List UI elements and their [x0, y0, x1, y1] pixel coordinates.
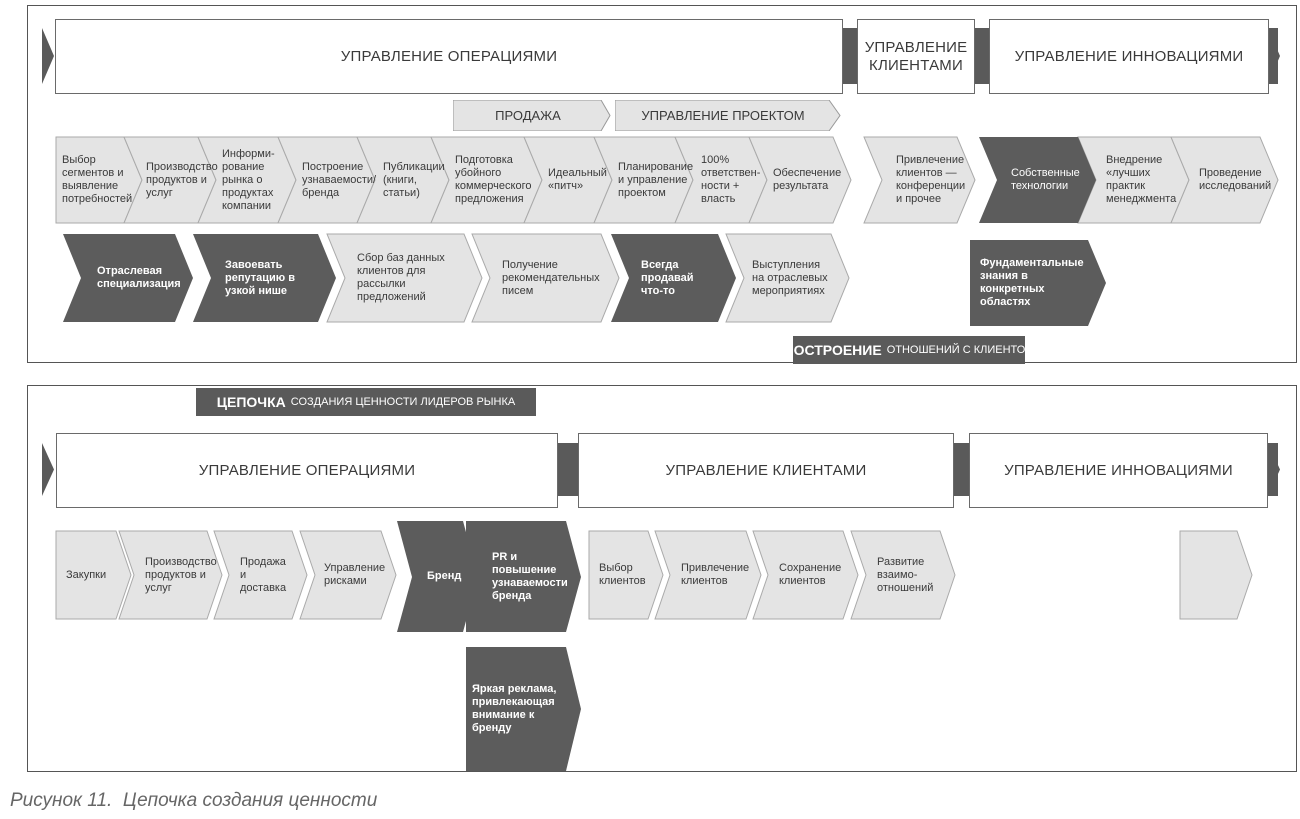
- bottom-step-empty: [1180, 531, 1252, 619]
- bottom-r2-advertising: Яркая реклама, привлекающая внимание к б…: [472, 683, 557, 734]
- bottom-band-right-arrow: [1268, 443, 1280, 496]
- top-header-innovations: УПРАВЛЕНИЕ ИННОВАЦИЯМИ: [989, 19, 1269, 94]
- top-band-left-notch: [42, 28, 56, 84]
- top-step-production: Производство продуктов и услуг: [146, 160, 218, 199]
- top-step-market-info: Информи-рование рынка о продуктах компан…: [222, 147, 275, 212]
- top-r2-database: Сбор баз данных клиентов для рассылки пр…: [357, 252, 445, 303]
- top-r2-specialization: Отраслевая специализация: [97, 265, 181, 290]
- top-band-right-arrow: [1268, 28, 1280, 84]
- top-r2-fundamental: Фундаментальные знания в конкретных обла…: [980, 257, 1084, 308]
- bottom-header-operations: УПРАВЛЕНИЕ ОПЕРАЦИЯМИ: [56, 433, 558, 508]
- top-step-responsibility: 100% ответствен-ности + власть: [701, 154, 761, 205]
- project-subheader-shape: [615, 100, 841, 131]
- caption-number: Рисунок 11.: [10, 790, 113, 811]
- bottom-band-left-notch: [42, 443, 56, 496]
- sale-subheader: ПРОДАЖА: [495, 108, 561, 123]
- top-step-planning: Планирование и управление проектом: [618, 160, 694, 199]
- top-step-segments: Выбор сегментов и выявление потребностей: [62, 154, 133, 205]
- top-header-clients: УПРАВЛЕНИЕ КЛИЕНТАМИ: [857, 19, 975, 94]
- bottom-step-client-attraction: Привлечение клиентов: [681, 562, 750, 587]
- sale-subheader-shape: [453, 100, 611, 131]
- top-step-best-practices: Внедрение «лучших практик менеджмента: [1106, 154, 1177, 205]
- bottom-step-production: Производство продуктов и услуг: [145, 555, 217, 594]
- bottom-step-client-retention: Сохранение клиентов: [779, 562, 842, 587]
- top-header-operations: УПРАВЛЕНИЕ ОПЕРАЦИЯМИ: [55, 19, 843, 94]
- caption-text: Цепочка создания ценности: [122, 790, 378, 811]
- bottom-step-relationship: Развитие взаимо-отношений: [877, 555, 934, 594]
- top-step-proposal: Подготовка убойного коммерческого предло…: [455, 154, 532, 205]
- top-step-client-attraction: Привлечение клиентов — конференции и про…: [896, 154, 966, 205]
- top-r2-reputation: Завоевать репутацию в узкой нише: [225, 258, 295, 297]
- bottom-step-client-selection: Выбор клиентов: [599, 562, 646, 587]
- top-step-brand: Построение узнаваемости/ бренда: [302, 160, 377, 199]
- top-step-research: Проведение исследований: [1199, 167, 1272, 192]
- top-r2-speeches: Выступления на отраслевых мероприятиях: [752, 258, 828, 297]
- bottom-step-purchasing: Закупки: [66, 568, 107, 581]
- bottom-step-sale-delivery: Продажа и доставка: [240, 555, 287, 594]
- bottom-header-clients: УПРАВЛЕНИЕ КЛИЕНТАМИ: [578, 433, 954, 508]
- top-step-own-tech: Собственные технологии: [1011, 167, 1080, 192]
- figure-caption: Рисунок 11. Цепочка создания ценности: [10, 790, 377, 812]
- top-step-publications: Публикации (книги, статьи): [383, 160, 445, 199]
- top-r2-recommendations: Получение рекомендательных писем: [502, 258, 600, 297]
- top-step-result: Обеспечение результата: [773, 167, 842, 192]
- bottom-step-pr: PR и повышение узнаваемости бренда: [492, 550, 568, 602]
- bottom-step-brand: Бренд: [427, 570, 462, 582]
- top-r2-always-sell: Всегда продавай что-то: [641, 258, 694, 297]
- bottom-step-risk: Управление рисками: [324, 562, 386, 587]
- top-step-pitch: Идеальный «питч»: [548, 167, 607, 192]
- project-subheader: УПРАВЛЕНИЕ ПРОЕКТОМ: [641, 108, 805, 123]
- bottom-header-innovations: УПРАВЛЕНИЕ ИННОВАЦИЯМИ: [969, 433, 1268, 508]
